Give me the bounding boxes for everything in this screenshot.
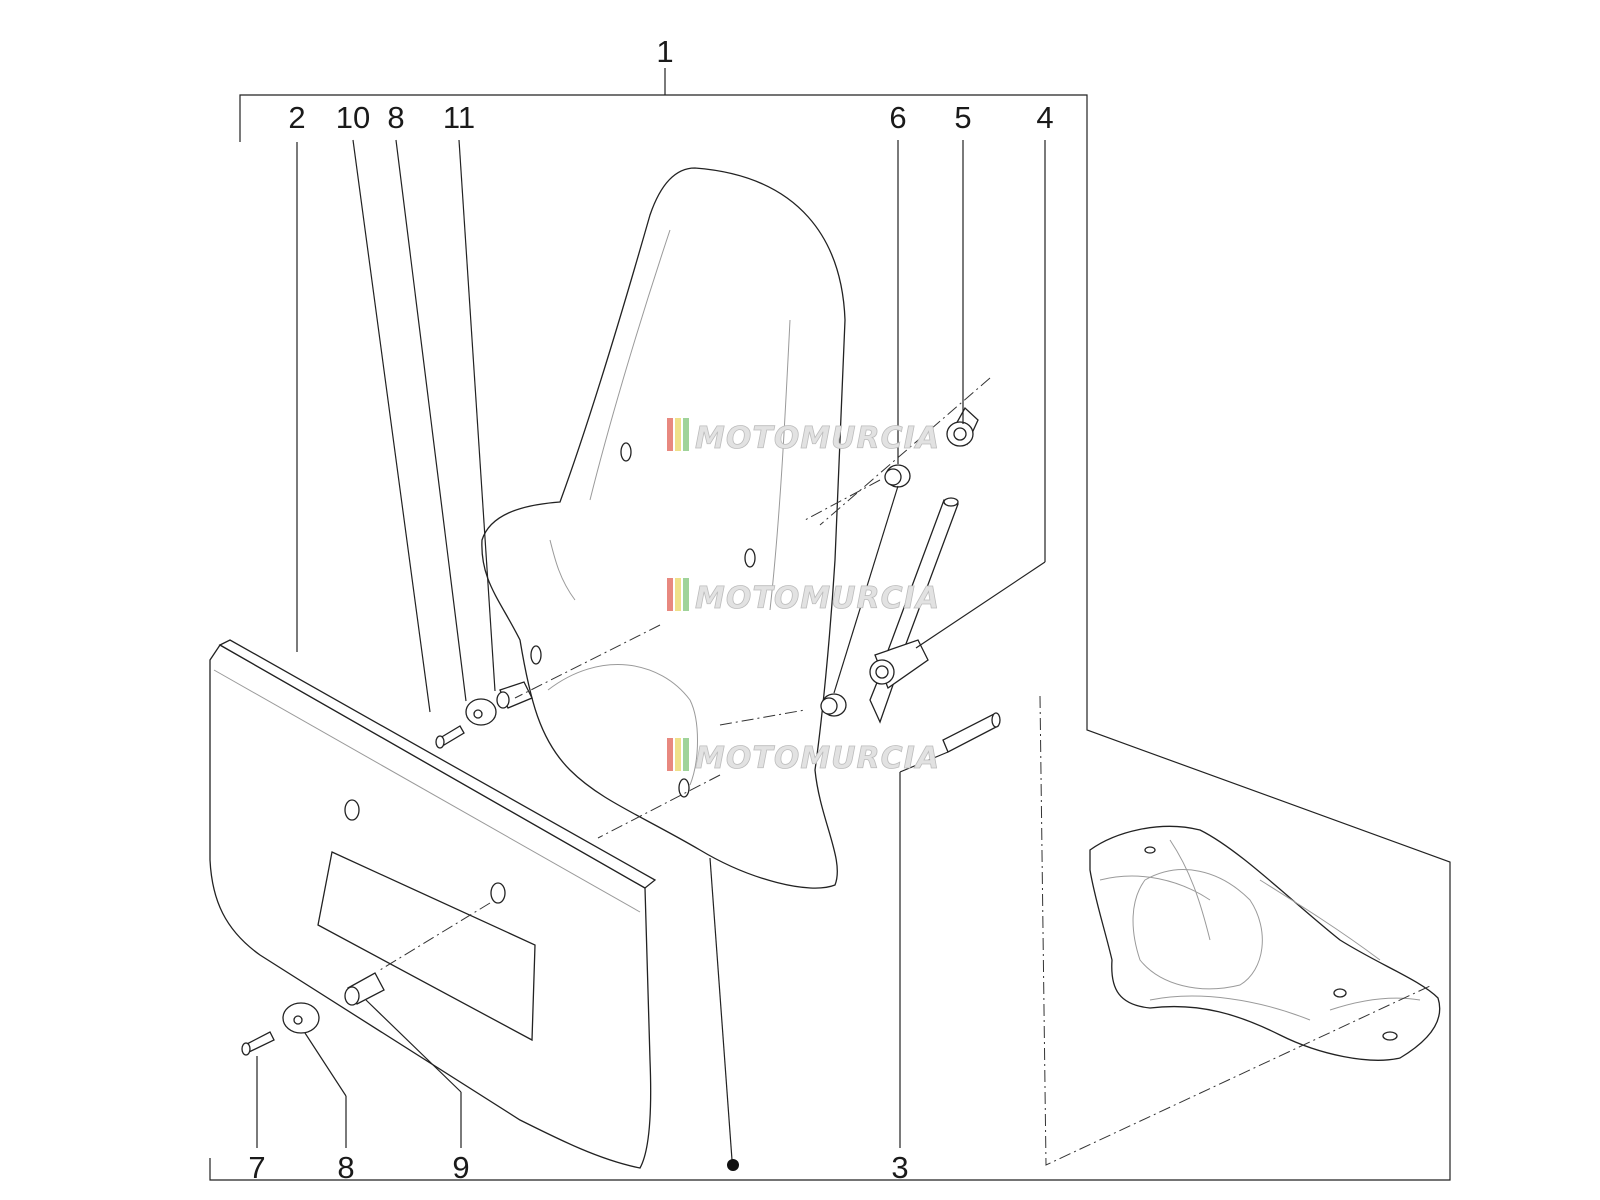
reference-dot bbox=[727, 1159, 739, 1171]
part-3-pin bbox=[942, 712, 1001, 753]
callout-8-bottom: 8 bbox=[337, 1150, 354, 1185]
callout-4: 4 bbox=[1036, 100, 1053, 135]
part-4-support-bracket bbox=[869, 497, 959, 724]
part-6-rubber-upper bbox=[884, 464, 911, 488]
part-10-screw bbox=[435, 725, 465, 749]
callout-7: 7 bbox=[248, 1150, 265, 1185]
part-7-screw bbox=[241, 1031, 275, 1056]
callout-2: 2 bbox=[288, 100, 305, 135]
callout-9: 9 bbox=[452, 1150, 469, 1185]
part-8-washer-lower bbox=[282, 1002, 320, 1034]
watermark-text: MOTOMURCIA bbox=[695, 741, 940, 776]
watermark-text: MOTOMURCIA bbox=[695, 581, 940, 616]
callout-10: 10 bbox=[336, 100, 370, 135]
part-11-nut bbox=[496, 681, 533, 709]
watermark-top: MOTOMURCIA bbox=[667, 418, 940, 456]
callout-labels: 1 2 10 8 11 6 5 4 7 8 9 3 bbox=[248, 34, 1053, 1185]
assembly-bracket-frame bbox=[209, 68, 1451, 1181]
handlebar-cover bbox=[1089, 825, 1441, 1061]
part-6-rubber-lower bbox=[820, 693, 847, 717]
part-5-spacer bbox=[946, 406, 979, 447]
part-9-nut bbox=[344, 972, 385, 1006]
callout-5: 5 bbox=[954, 100, 971, 135]
callout-1: 1 bbox=[656, 34, 673, 69]
part-8-washer-upper bbox=[465, 698, 497, 726]
callout-6: 6 bbox=[889, 100, 906, 135]
watermark-text: MOTOMURCIA bbox=[695, 421, 940, 456]
watermark-middle: MOTOMURCIA bbox=[667, 578, 940, 616]
windshield bbox=[481, 167, 846, 889]
callout-8-top: 8 bbox=[387, 100, 404, 135]
callout-3: 3 bbox=[891, 1150, 908, 1185]
assembly-axes bbox=[379, 377, 1431, 1166]
front-plate bbox=[209, 639, 657, 1169]
watermark-bottom: MOTOMURCIA bbox=[667, 738, 940, 776]
callout-11: 11 bbox=[443, 100, 475, 135]
leader-lines bbox=[256, 139, 1046, 1171]
